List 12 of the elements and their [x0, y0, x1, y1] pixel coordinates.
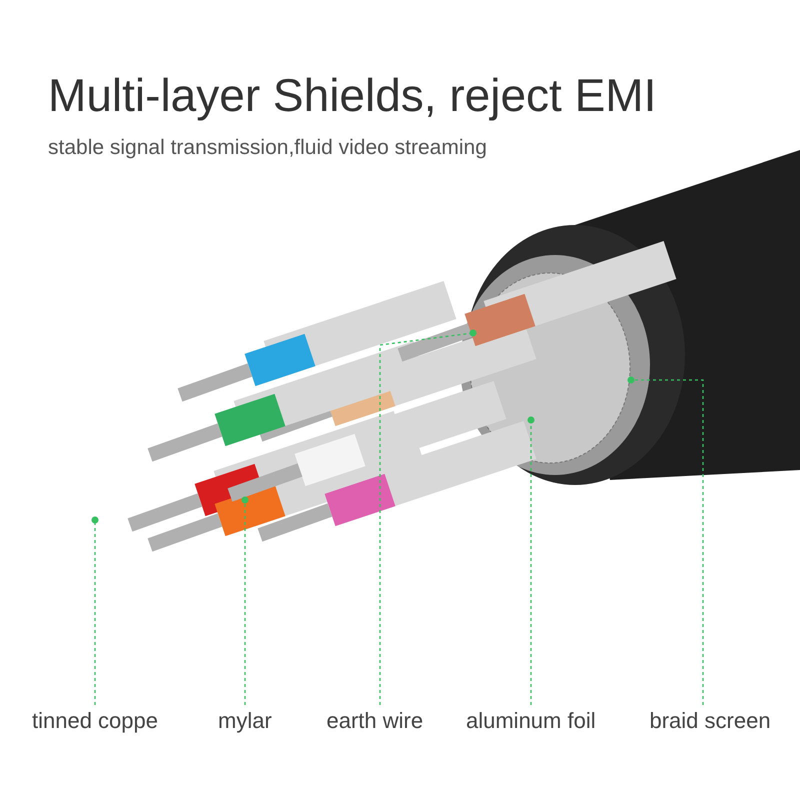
part-label: braid screen	[650, 708, 771, 734]
part-label: earth wire	[326, 708, 424, 734]
leader-line	[528, 416, 534, 705]
leader-line	[242, 496, 248, 705]
leader-line	[628, 376, 704, 705]
part-label: mylar	[218, 708, 272, 734]
leader-line	[92, 516, 98, 705]
part-label: tinned coppe	[32, 708, 158, 734]
part-label: aluminum foil	[466, 708, 596, 734]
subtitle: stable signal transmission,fluid video streaming	[48, 136, 487, 160]
title: Multi-layer Shields, reject EMI	[48, 68, 656, 122]
leader-line	[379, 330, 476, 705]
